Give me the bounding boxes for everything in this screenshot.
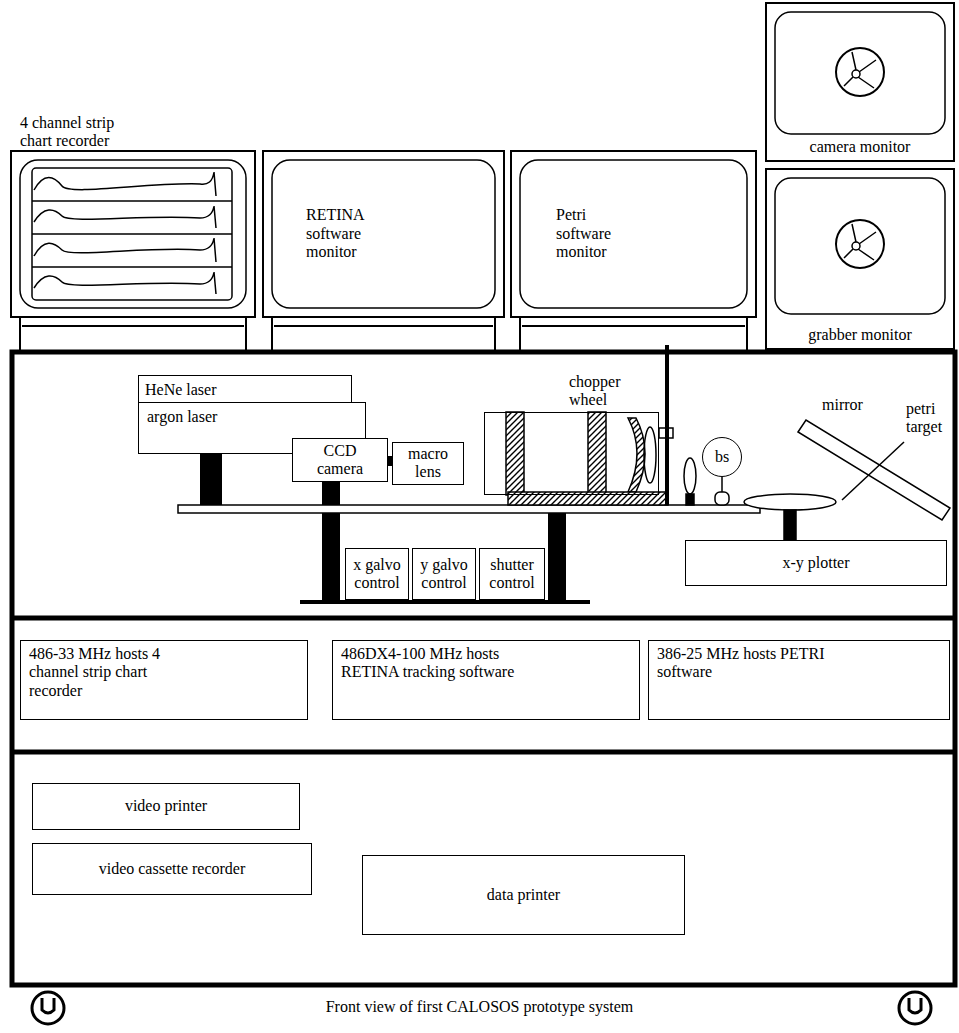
box-label: video printer	[66, 797, 266, 815]
box-label: grabber monitor	[785, 326, 935, 344]
device-box: video printer	[32, 783, 300, 830]
box-label: macro lens	[400, 445, 456, 482]
monitor-stands	[20, 318, 747, 350]
part-label: mirror	[822, 396, 882, 414]
monitor: grabber monitor	[765, 168, 955, 350]
box-label: 486DX4-100 MHz hosts RETINA tracking sof…	[341, 645, 541, 682]
monitor-screen	[520, 160, 747, 308]
plotter-box: x-y plotter	[685, 540, 947, 586]
box-label: bs	[707, 448, 737, 466]
box-label: camera monitor	[785, 138, 935, 156]
box-label: 486-33 MHz hosts 4 channel strip chart r…	[29, 645, 199, 700]
heading-label: chopper wheel	[569, 373, 633, 410]
monitor-screen	[775, 178, 945, 314]
device-box: data printer	[362, 855, 685, 935]
box-label: 386-25 MHz hosts PETRI software	[657, 645, 827, 682]
box-label: x galvo control	[348, 556, 406, 593]
box-label: data printer	[424, 886, 624, 904]
box-label: x-y plotter	[756, 554, 876, 572]
optical-bench	[178, 453, 760, 604]
chopper-wheel-drawing	[506, 345, 673, 505]
control-box: shutter control	[479, 548, 545, 600]
computer-box: 386-25 MHz hosts PETRI software	[648, 640, 950, 720]
lens	[684, 458, 696, 505]
monitor-screen	[775, 12, 945, 134]
box-label: video cassette recorder	[52, 860, 292, 878]
camera-image	[836, 48, 884, 96]
box-label: HeNe laser	[145, 381, 265, 399]
box-label: Petri software monitor	[556, 206, 636, 261]
box-label: y galvo control	[415, 556, 473, 593]
chopper-wheel: chopper wheel	[484, 412, 659, 495]
box-label: shutter control	[482, 556, 542, 593]
monitor: camera monitor	[765, 2, 955, 162]
cart-frame	[12, 352, 955, 985]
mirror-and-petri	[744, 420, 950, 540]
computer-box: 486DX4-100 MHz hosts RETINA tracking sof…	[332, 640, 640, 720]
computer-box: 486-33 MHz hosts 4 channel strip chart r…	[20, 640, 308, 720]
beam-splitter: bs	[702, 437, 742, 477]
monitor-screen	[272, 160, 495, 308]
box-label: CCD camera	[309, 442, 371, 479]
device-box: video cassette recorder	[32, 843, 312, 895]
box-label: argon laser	[147, 408, 267, 426]
part-label: petri target	[906, 400, 956, 437]
monitor-screen	[20, 160, 246, 308]
lens-box: macro lens	[392, 442, 464, 485]
monitor: RETINA software monitor	[262, 150, 505, 318]
box-label: RETINA software monitor	[306, 206, 386, 261]
control-box: x galvo control	[345, 548, 409, 600]
heading-label: 4 channel strip chart recorder	[20, 114, 150, 151]
grabber-image	[836, 220, 884, 268]
strip-chart-traces	[32, 168, 232, 300]
control-box: y galvo control	[412, 548, 476, 600]
beam-splitter-stand	[715, 477, 729, 505]
monitor: 4 channel strip chart recorder	[10, 150, 256, 318]
monitor: Petri software monitor	[510, 150, 757, 318]
caption: Front view of first CALOSOS prototype sy…	[0, 998, 959, 1016]
camera-box: CCD camera	[292, 438, 388, 482]
